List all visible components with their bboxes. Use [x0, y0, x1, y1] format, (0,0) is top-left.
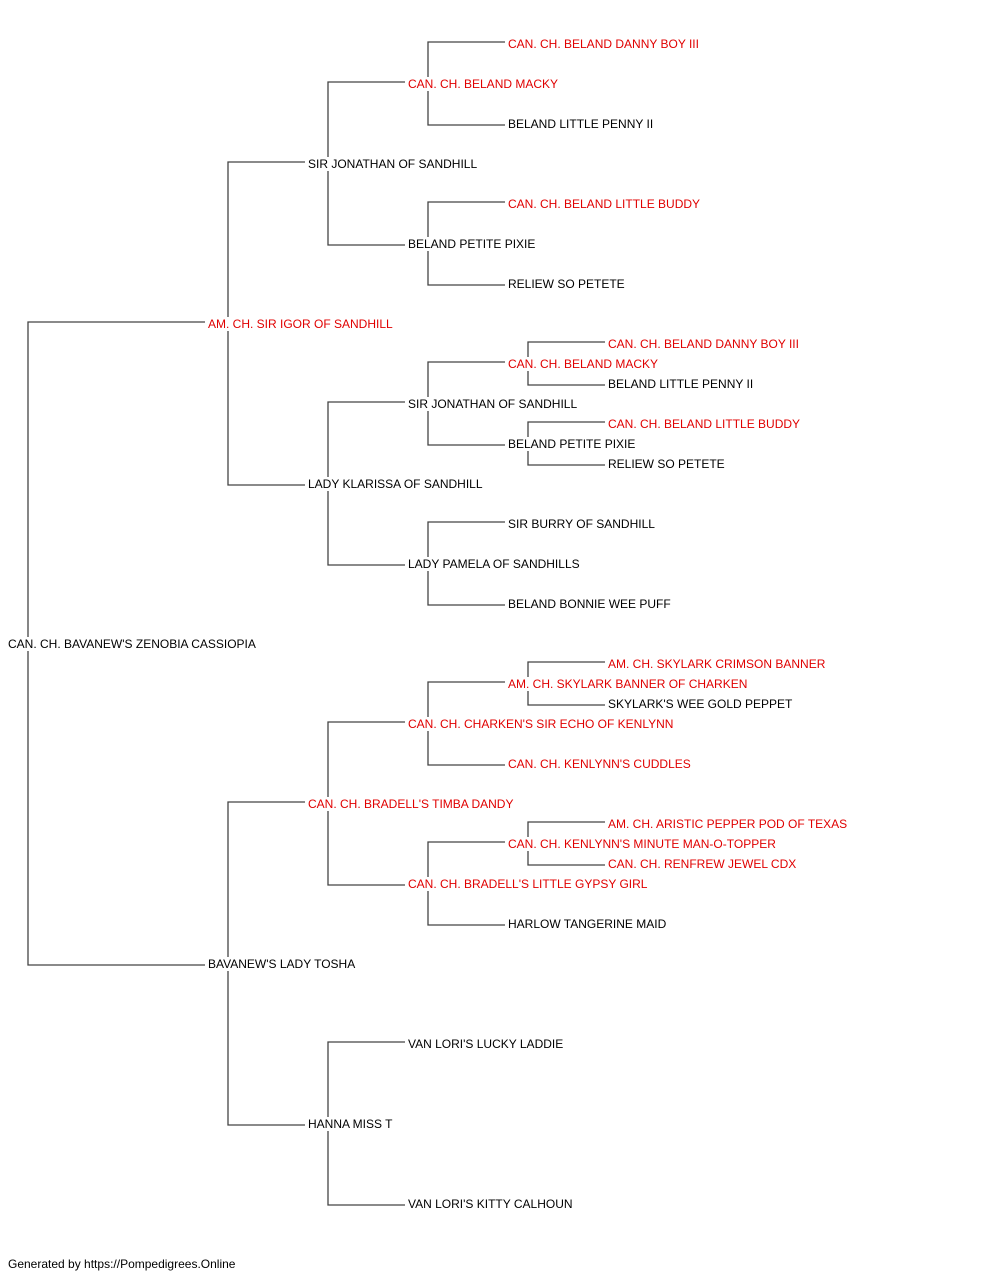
sdsd-name: BELAND PETITE PIXIE — [508, 437, 638, 451]
generated-by-footer: Generated by https://Pompedigrees.Online — [8, 1257, 236, 1271]
sddd-name: BELAND BONNIE WEE PUFF — [508, 597, 673, 611]
sdsds-name: CAN. CH. BELAND LITTLE BUDDY — [608, 417, 803, 431]
dsd-name: CAN. CH. BRADELL'S LITTLE GYPSY GIRL — [408, 877, 650, 891]
dsdsd-name: CAN. CH. RENFREW JEWEL CDX — [608, 857, 799, 871]
dsds-name: CAN. CH. KENLYNN'S MINUTE MAN-O-TOPPER — [508, 837, 778, 851]
sdd-name: LADY PAMELA OF SANDHILLS — [408, 557, 582, 571]
dss-name: CAN. CH. CHARKEN'S SIR ECHO OF KENLYNN — [408, 717, 676, 731]
sdssd-name: BELAND LITTLE PENNY II — [608, 377, 756, 391]
sire-sire-name: SIR JONATHAN OF SANDHILL — [308, 157, 480, 171]
dam-dam-name: HANNA MISS T — [308, 1117, 395, 1131]
ssdd-name: RELIEW SO PETETE — [508, 277, 627, 291]
sire-dam-name: LADY KLARISSA OF SANDHILL — [308, 477, 485, 491]
dsdd-name: HARLOW TANGERINE MAID — [508, 917, 669, 931]
ssd-name: BELAND PETITE PIXIE — [408, 237, 538, 251]
dssss-name: AM. CH. SKYLARK CRIMSON BANNER — [608, 657, 828, 671]
ddd-name: VAN LORI'S KITTY CALHOUN — [408, 1197, 575, 1211]
subject-name: CAN. CH. BAVANEW'S ZENOBIA CASSIOPIA — [8, 637, 258, 651]
sire-name: AM. CH. SIR IGOR OF SANDHILL — [208, 317, 395, 331]
sdss-name: CAN. CH. BELAND MACKY — [508, 357, 661, 371]
sdds-name: SIR BURRY OF SANDHILL — [508, 517, 657, 531]
sssd-name: BELAND LITTLE PENNY II — [508, 117, 656, 131]
sdsdd-name: RELIEW SO PETETE — [608, 457, 727, 471]
dam-name: BAVANEW'S LADY TOSHA — [208, 957, 358, 971]
dsdss-name: AM. CH. ARISTIC PEPPER POD OF TEXAS — [608, 817, 850, 831]
sdsss-name: CAN. CH. BELAND DANNY BOY III — [608, 337, 801, 351]
dds-name: VAN LORI'S LUCKY LADDIE — [408, 1037, 566, 1051]
dsss-name: AM. CH. SKYLARK BANNER OF CHARKEN — [508, 677, 750, 691]
dssd-name: CAN. CH. KENLYNN'S CUDDLES — [508, 757, 693, 771]
ssss-name: CAN. CH. BELAND DANNY BOY III — [508, 37, 701, 51]
sss-name: CAN. CH. BELAND MACKY — [408, 77, 561, 91]
dsssd-name: SKYLARK'S WEE GOLD PEPPET — [608, 697, 795, 711]
ssds-name: CAN. CH. BELAND LITTLE BUDDY — [508, 197, 703, 211]
sds-name: SIR JONATHAN OF SANDHILL — [408, 397, 580, 411]
dam-sire-name: CAN. CH. BRADELL'S TIMBA DANDY — [308, 797, 516, 811]
